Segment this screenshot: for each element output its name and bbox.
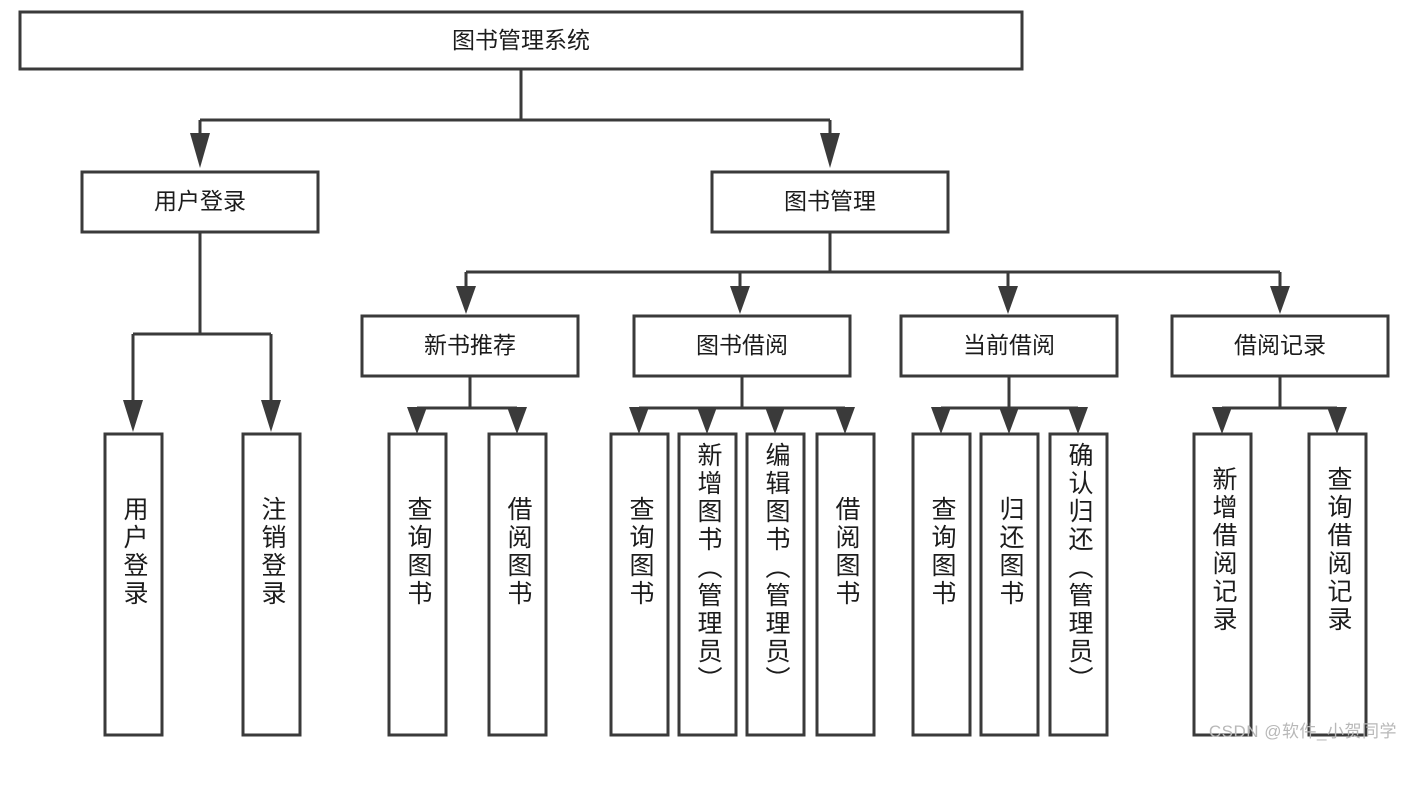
node-new-book-box[interactable] — [360, 314, 580, 378]
arrow-current-borrow-leaf-2 — [1068, 407, 1088, 434]
arrow-book-borrow-leaf-2 — [765, 407, 785, 434]
leaf-box-book-borrow-3[interactable] — [815, 432, 876, 737]
node-user-login-label: 用户登录 — [154, 188, 246, 214]
arrow-borrow-record-leaf-0 — [1212, 407, 1232, 434]
arrow-user-login-leaf-1 — [261, 400, 281, 432]
node-book-borrow-box[interactable] — [632, 314, 852, 378]
node-book-mgmt-box[interactable] — [710, 170, 950, 234]
flowchart-diagram: 图书管理系统 用户登录 图书管理 — [18, 10, 1396, 741]
node-current-borrow-label: 当前借阅 — [963, 332, 1055, 358]
leaf-box-borrow-record-1[interactable] — [1307, 432, 1368, 737]
leaf-box-current-borrow-1[interactable] — [979, 432, 1040, 737]
arrow-borrow-record-leaf-1 — [1327, 407, 1347, 434]
arrow-book-borrow-leaf-3 — [835, 407, 855, 434]
leaf-box-book-borrow-1[interactable] — [677, 432, 738, 737]
arrow-book-borrow-leaf-0 — [629, 407, 649, 434]
node-book-borrow-label: 图书借阅 — [696, 332, 788, 358]
arrow-book-mgmt-to-new-book — [456, 286, 476, 314]
arrow-book-borrow-leaf-1 — [697, 407, 717, 434]
node-root-box[interactable] — [18, 10, 1024, 71]
leaf-box-book-borrow-0[interactable] — [609, 432, 670, 737]
leaf-box-user-login-0[interactable] — [103, 432, 164, 737]
leaf-box-new-book-1[interactable] — [487, 432, 548, 737]
arrow-new-book-leaf-0 — [407, 407, 427, 434]
arrow-current-borrow-leaf-0 — [931, 407, 951, 434]
node-root-label: 图书管理系统 — [452, 27, 590, 53]
node-borrow-record-label: 借阅记录 — [1234, 332, 1326, 358]
arrow-book-mgmt-to-current — [998, 286, 1018, 314]
arrow-root-to-user-login — [190, 133, 210, 168]
node-borrow-record-box[interactable] — [1170, 314, 1390, 378]
flowchart-svg: 图书管理系统 用户登录 图书管理 — [18, 10, 1390, 737]
arrow-current-borrow-leaf-1 — [999, 407, 1019, 434]
arrow-book-mgmt-to-borrow — [730, 286, 750, 314]
arrow-book-mgmt-to-record — [1270, 286, 1290, 314]
leaf-box-borrow-record-0[interactable] — [1192, 432, 1253, 737]
arrow-user-login-leaf-0 — [123, 400, 143, 432]
node-book-mgmt-label: 图书管理 — [784, 188, 876, 214]
leaf-box-new-book-0[interactable] — [387, 432, 448, 737]
node-new-book-label: 新书推荐 — [424, 332, 516, 358]
node-current-borrow-box[interactable] — [899, 314, 1119, 378]
arrow-root-to-book-mgmt — [820, 133, 840, 168]
leaf-box-current-borrow-0[interactable] — [911, 432, 972, 737]
leaf-box-book-borrow-2[interactable] — [745, 432, 806, 737]
arrow-new-book-leaf-1 — [507, 407, 527, 434]
leaf-box-current-borrow-2[interactable] — [1048, 432, 1109, 737]
leaf-box-user-login-1[interactable] — [241, 432, 302, 737]
